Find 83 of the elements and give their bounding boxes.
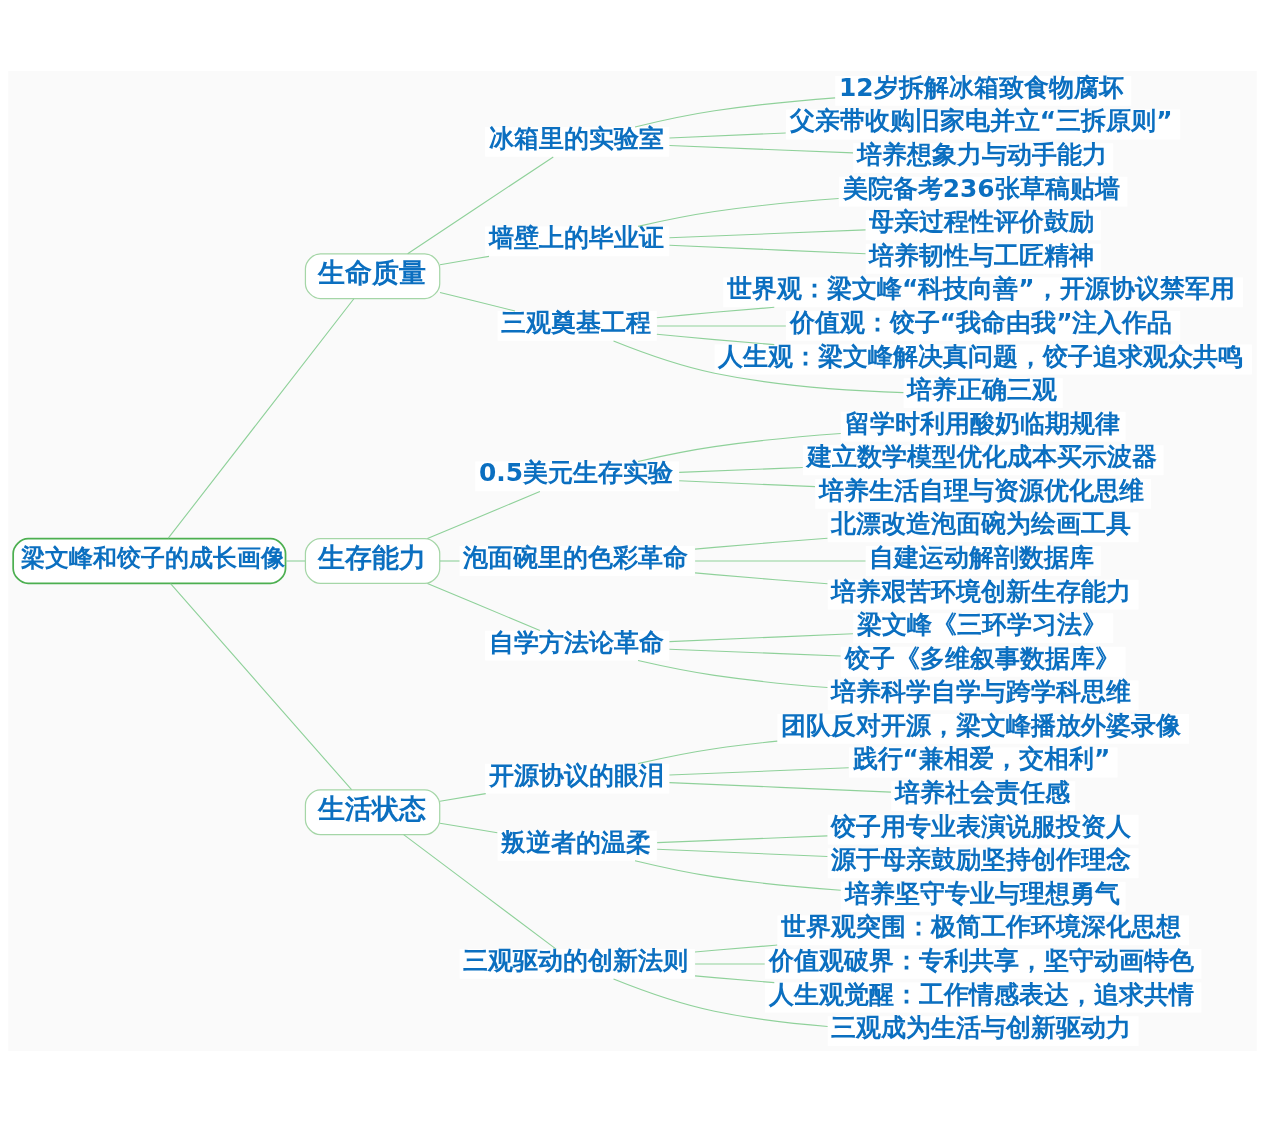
connector <box>668 633 854 643</box>
connector <box>407 156 554 255</box>
node-text: 12岁拆解冰箱致食物腐坏 <box>838 72 1124 102</box>
connector <box>668 132 787 139</box>
node-text: 北漂改造泡面碗为绘画工具 <box>831 509 1132 539</box>
connector <box>439 291 516 312</box>
connector <box>678 466 804 473</box>
node-text: 饺子用专业表演说服投资人 <box>831 811 1132 841</box>
node-text: 培养正确三观 <box>907 375 1058 405</box>
node-text: 世界观突围：极简工作环境深化思想 <box>781 912 1182 942</box>
node-text: 母亲过程性评价鼓励 <box>869 207 1095 237</box>
connector <box>694 944 778 953</box>
node-text: 培养坚守专业与理想勇气 <box>844 878 1120 908</box>
node-text: 饺子《多维叙事数据库》 <box>844 643 1120 673</box>
node-text: 培养社会责任感 <box>894 778 1070 808</box>
connector <box>403 834 557 950</box>
connector <box>656 333 775 346</box>
connector <box>668 767 850 776</box>
node-text: 源于母亲鼓励坚持创作理念 <box>831 845 1132 875</box>
connector <box>656 306 775 319</box>
node-text: 培养想象力与动手能力 <box>856 140 1107 170</box>
node-text: 墙壁上的毕业证 <box>488 223 664 253</box>
connector <box>668 244 867 255</box>
node-text: 培养艰苦环境创新生存能力 <box>831 576 1132 606</box>
connector <box>656 848 828 858</box>
connector <box>439 255 490 266</box>
connector <box>612 340 904 394</box>
connector <box>694 572 828 585</box>
node-box: 生活状态 <box>304 789 441 836</box>
connector <box>637 432 842 462</box>
connector <box>668 229 867 239</box>
connector <box>439 793 487 802</box>
connector <box>694 537 828 550</box>
node-box: 生存能力 <box>304 538 441 584</box>
connector <box>668 144 854 154</box>
node-text: 父亲带收购旧家电并立“三拆原则” <box>789 106 1173 136</box>
connector <box>634 97 836 128</box>
node-text: 0.5美元生存实验 <box>478 458 673 488</box>
connector <box>167 298 355 539</box>
connector <box>634 860 842 891</box>
connector <box>694 560 867 562</box>
node-text: 开源协议的眼泪 <box>488 760 664 790</box>
connector <box>656 325 787 327</box>
node-text: 世界观：梁文峰“科技向善”，开源协议禁军用 <box>727 274 1235 304</box>
node-text: 践行“兼相爱，交相利” <box>852 744 1111 774</box>
node-text: 培养生活自理与资源优化思维 <box>819 475 1145 505</box>
node-text: 留学时利用酸奶临期规律 <box>844 408 1120 438</box>
node-text: 价值观破界：专利共享，坚守动画特色 <box>768 945 1194 975</box>
node-text: 三观驱动的创新法则 <box>463 945 689 975</box>
connector <box>426 582 541 632</box>
node-text: 自建运动解剖数据库 <box>869 542 1095 572</box>
node-text: 三观奠基工程 <box>501 307 652 337</box>
connector <box>656 835 828 844</box>
connector <box>637 198 840 227</box>
node-text: 美院备考236张草稿贴墙 <box>842 173 1120 203</box>
connector <box>637 740 778 765</box>
connector <box>668 782 892 793</box>
connector <box>694 975 775 984</box>
connector <box>439 560 461 562</box>
connector <box>694 963 766 965</box>
node-text: 梁文峰《三环学习法》 <box>856 610 1107 640</box>
node-text: 冰箱里的实验室 <box>488 123 664 153</box>
node-text: 人生观觉醒：工作情感表达，追求共情 <box>768 979 1194 1009</box>
node-text: 泡面碗里的色彩革命 <box>463 542 689 572</box>
connector <box>426 490 541 540</box>
connector <box>170 583 353 791</box>
node-text: 人生观：梁文峰解决真问题，饺子追求观众共鸣 <box>718 341 1244 371</box>
connector <box>637 660 828 689</box>
node-text: 自学方法论革命 <box>488 627 664 657</box>
connector <box>612 978 829 1027</box>
node-text: 建立数学模型优化成本买示波器 <box>806 442 1157 472</box>
node-text: 三观成为生活与创新驱动力 <box>831 1013 1132 1043</box>
node-text: 培养科学自学与跨学科思维 <box>831 677 1132 707</box>
connector <box>439 822 498 834</box>
node-box: 生命质量 <box>304 253 441 300</box>
node-text: 团队反对开源，梁文峰播放外婆录像 <box>781 710 1182 740</box>
connector <box>668 648 842 657</box>
node-text: 叛逆者的温柔 <box>501 827 652 857</box>
node-text: 培养韧性与工匠精神 <box>869 240 1095 270</box>
node-text: 价值观：饺子“我命由我”注入作品 <box>789 307 1173 337</box>
node-box: 梁文峰和饺子的成长画像 <box>12 537 287 585</box>
connector <box>678 480 816 488</box>
connector <box>285 560 306 562</box>
